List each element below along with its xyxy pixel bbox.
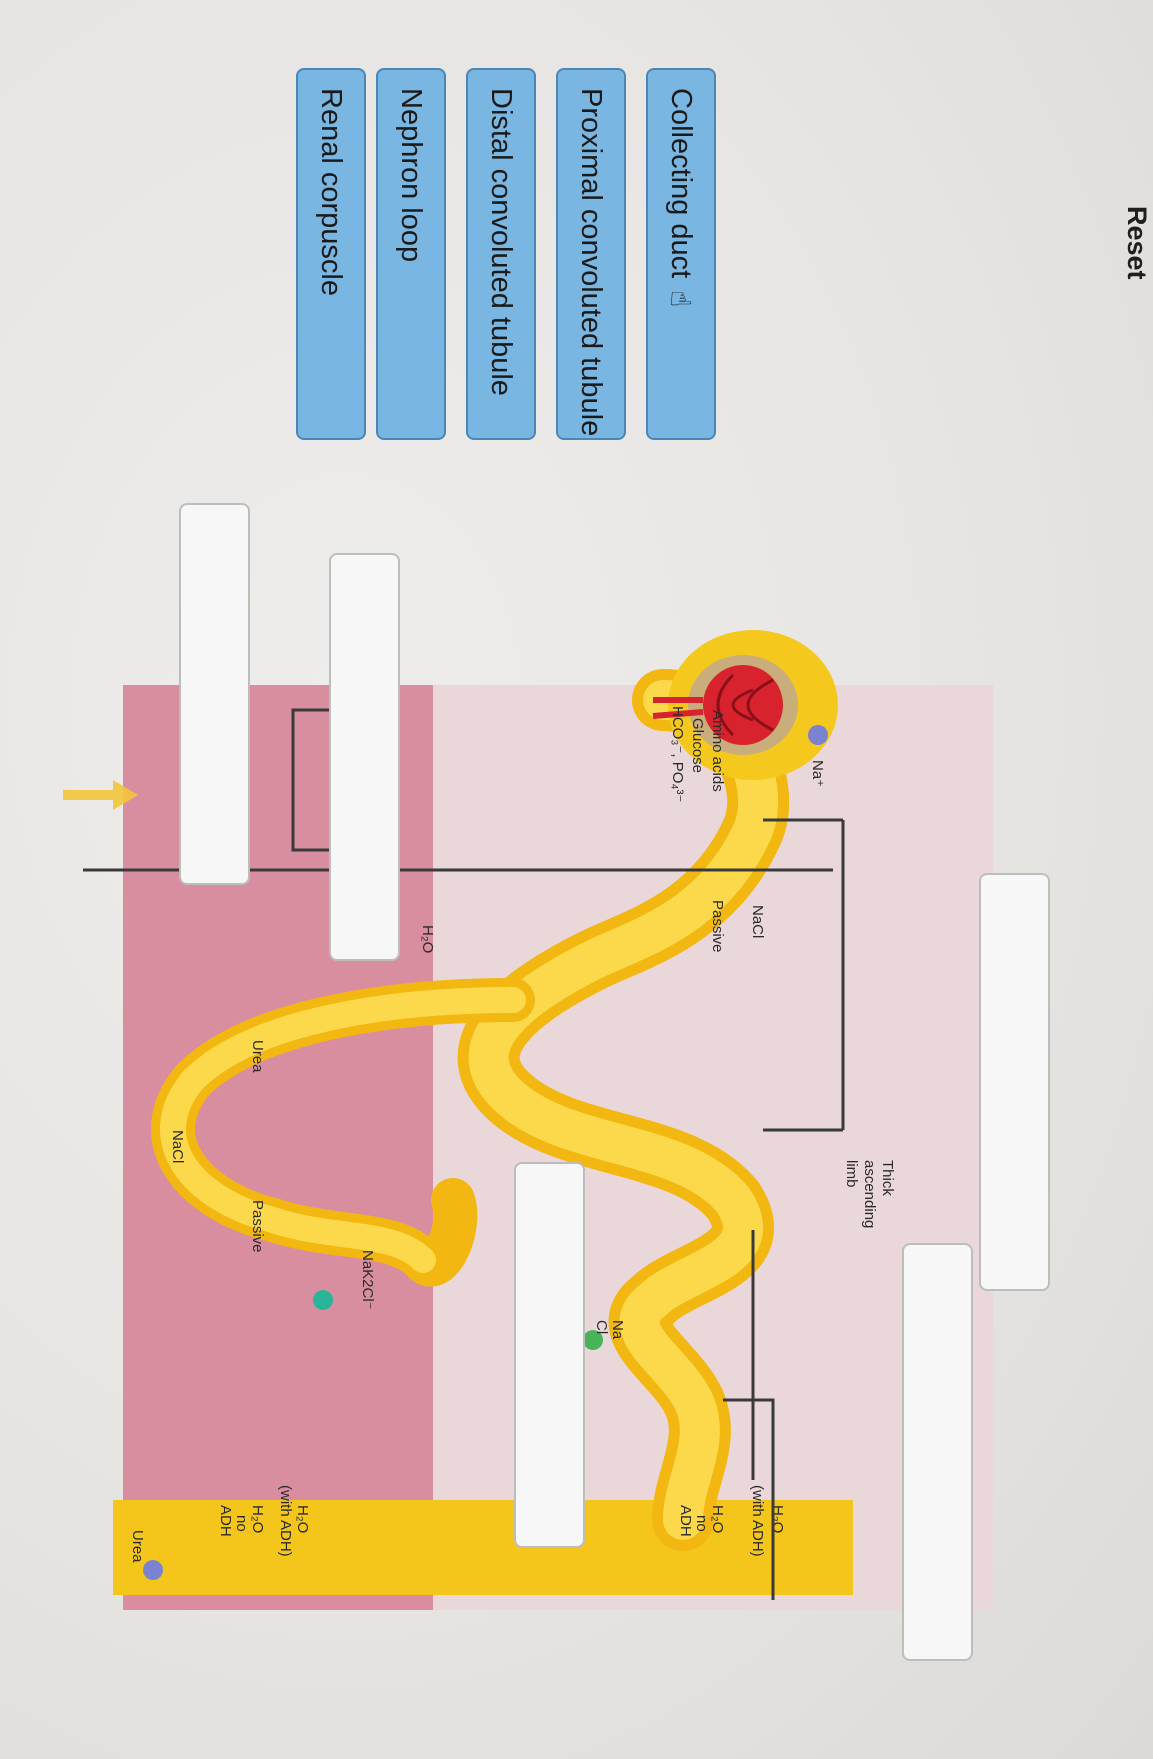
h2o-no-adh-label: H₂O [709, 1505, 726, 1533]
pct-top-bracket [763, 818, 845, 1132]
urea-label-loop: Urea [249, 1040, 266, 1073]
na-plus-label: Na⁺ [809, 760, 826, 787]
loop-highlight [160, 987, 526, 1273]
amino-acids-label: Amino acids [709, 710, 726, 792]
no-label-2: no [233, 1515, 250, 1532]
drop-zone-renal-corpuscle[interactable] [179, 503, 250, 885]
adh-label-2: ADH [217, 1505, 234, 1537]
flow-arrow-icon [63, 780, 138, 810]
tubule-highlight [468, 680, 779, 1540]
nacl-stack-label-na: Na [609, 1320, 626, 1340]
urea-label-cd: Urea [129, 1530, 146, 1563]
h2o-label-1: H₂O [419, 925, 436, 953]
adh-label: ADH [677, 1505, 694, 1537]
urea-transporter-dot [143, 1560, 163, 1580]
with-adh-label-2: (with ADH) [277, 1485, 294, 1557]
glomerulus-vessels [716, 673, 774, 737]
afferent-arteriole [652, 697, 704, 719]
hco3-po4-label: HCO₃⁻, PO₄³⁻ [669, 706, 686, 802]
drop-zone-pct-top[interactable] [979, 873, 1050, 1291]
nacl-label-loop: NaCl [169, 1130, 186, 1163]
passive-label-loop: Passive [249, 1200, 266, 1253]
nacl-transporter-dot [583, 1330, 603, 1350]
h2o-cd-label-2: H₂O [294, 1505, 311, 1533]
nacl-label: NaCl [749, 905, 766, 938]
drop-zone-collecting-duct[interactable] [902, 1243, 973, 1661]
glucose-label: Glucose [689, 718, 706, 773]
drop-zone-proximal-tubule[interactable] [329, 553, 400, 961]
with-adh-label: (with ADH) [749, 1485, 766, 1557]
thick-ascending-limb-label: Thick ascending limb [843, 1160, 896, 1233]
h2o-no-adh-label-2: H₂O [249, 1505, 266, 1533]
no-label: no [693, 1515, 710, 1532]
cd-bracket [723, 1398, 775, 1600]
nak2cl-label: NaK2Cl⁻ [359, 1250, 376, 1310]
sodium-pump-dot [808, 725, 828, 745]
nacl-stack-label-cl: Cl [593, 1320, 610, 1334]
nak2cl-transporter-dot [313, 1290, 333, 1310]
drop-zone-loop[interactable] [514, 1162, 585, 1548]
passive-label-top: Passive [709, 900, 726, 953]
